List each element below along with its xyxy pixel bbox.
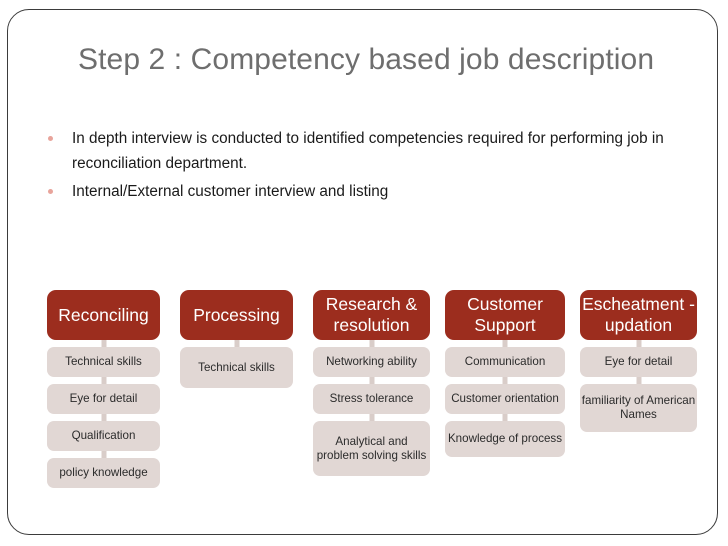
competency-node[interactable]: Networking ability: [313, 347, 430, 377]
competency-node[interactable]: Customer orientation: [445, 384, 565, 414]
column-header-node[interactable]: Escheatment - updation: [580, 290, 697, 340]
connector-line: [101, 340, 106, 347]
competency-node[interactable]: Analytical and problem solving skills: [313, 421, 430, 476]
competency-node[interactable]: familiarity of American Names: [580, 384, 697, 432]
page-title: Step 2 : Competency based job descriptio…: [78, 43, 655, 77]
competency-node[interactable]: Eye for detail: [47, 384, 160, 414]
connector-line: [502, 377, 508, 384]
connector-line: [369, 414, 374, 421]
connector-line: [101, 451, 106, 458]
competency-node[interactable]: Stress tolerance: [313, 384, 430, 414]
connector-line: [369, 377, 374, 384]
competency-node[interactable]: Qualification: [47, 421, 160, 451]
bullet-text: In depth interview is conducted to ident…: [72, 130, 664, 172]
list-item: In depth interview is conducted to ident…: [42, 126, 682, 176]
bullet-dot-icon: [48, 189, 53, 194]
competency-node[interactable]: policy knowledge: [47, 458, 160, 488]
bullet-list: In depth interview is conducted to ident…: [42, 126, 682, 207]
column-header-node[interactable]: Research & resolution: [313, 290, 430, 340]
connector-line: [234, 340, 239, 347]
list-item: Internal/External customer interview and…: [42, 179, 682, 204]
competency-node[interactable]: Technical skills: [180, 347, 293, 388]
connector-line: [636, 340, 641, 347]
column-header-node[interactable]: Processing: [180, 290, 293, 340]
competency-node[interactable]: Knowledge of process: [445, 421, 565, 457]
competency-node[interactable]: Eye for detail: [580, 347, 697, 377]
competency-node[interactable]: Communication: [445, 347, 565, 377]
connector-line: [369, 340, 374, 347]
connector-line: [636, 377, 641, 384]
connector-line: [502, 414, 508, 421]
column-header-node[interactable]: Customer Support: [445, 290, 565, 340]
connector-line: [101, 377, 106, 384]
competency-node[interactable]: Technical skills: [47, 347, 160, 377]
column-header-node[interactable]: Reconciling: [47, 290, 160, 340]
bullet-dot-icon: [48, 136, 53, 141]
connector-line: [502, 340, 508, 347]
connector-line: [101, 414, 106, 421]
bullet-text: Internal/External customer interview and…: [72, 183, 389, 200]
